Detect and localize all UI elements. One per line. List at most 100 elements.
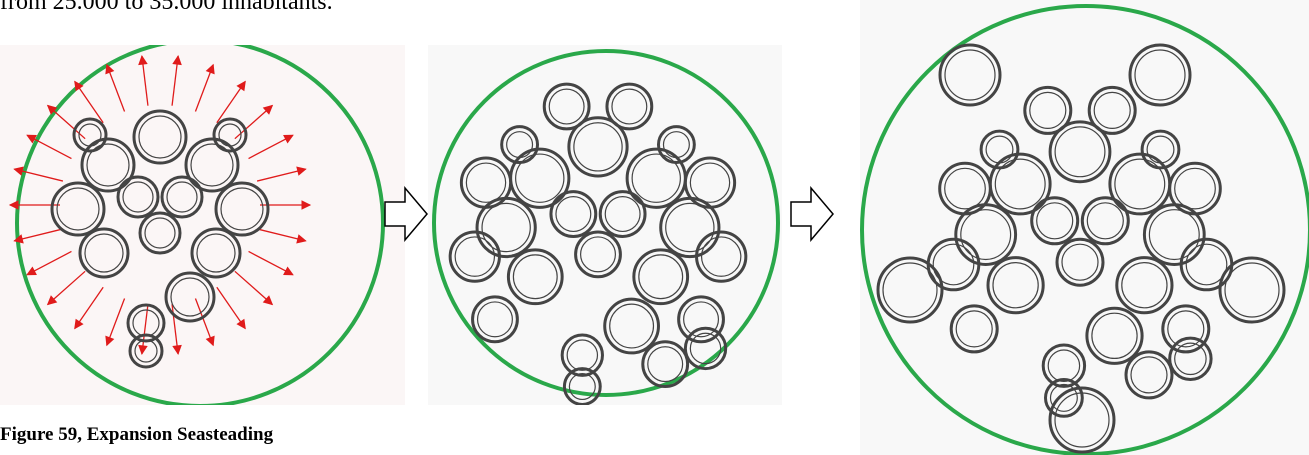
module-ring xyxy=(1055,127,1105,177)
module-ring xyxy=(639,255,683,299)
stage-final-panel xyxy=(860,0,1309,455)
module-ring xyxy=(473,297,518,342)
module-ring xyxy=(1089,87,1135,133)
stage-initial-panel xyxy=(0,45,405,405)
module-ring xyxy=(1147,136,1174,163)
module-ring xyxy=(1032,198,1078,244)
module-ring xyxy=(80,229,128,277)
module-ring xyxy=(544,84,589,129)
expansion-arrows xyxy=(10,56,310,354)
stage-expanded-panel xyxy=(428,45,782,405)
expansion-arrowhead xyxy=(237,82,245,91)
module-ring xyxy=(690,333,720,363)
module-ring xyxy=(1170,163,1221,214)
module-ring xyxy=(1175,168,1216,209)
expansion-arrowhead xyxy=(173,56,181,64)
module-ring xyxy=(507,132,533,158)
module-ring xyxy=(1225,263,1279,317)
module-ring xyxy=(643,342,688,387)
expansion-arrowhead xyxy=(207,336,214,345)
module-ring xyxy=(450,232,499,281)
module-ring xyxy=(945,50,995,100)
module-ring xyxy=(567,340,597,370)
module-ring xyxy=(551,192,596,237)
figure-caption: Figure 59, Expansion Seasteading xyxy=(0,424,273,446)
module-ring xyxy=(1175,343,1206,374)
module-ring xyxy=(1087,203,1123,239)
module-ring xyxy=(940,163,991,214)
module-ring xyxy=(1181,239,1232,290)
expansion-arrowhead xyxy=(10,201,18,209)
module-ring xyxy=(134,111,186,163)
module-ring xyxy=(478,302,513,337)
module-ring xyxy=(685,158,734,207)
expansion-arrowhead xyxy=(173,345,181,353)
module-ring xyxy=(57,188,99,230)
module-ring xyxy=(461,158,510,207)
module-ring xyxy=(684,302,719,337)
expansion-arrowhead xyxy=(14,167,23,175)
module-ring xyxy=(940,45,1000,105)
next-stage-arrow-icon xyxy=(789,186,835,242)
next-stage-arrow-icon xyxy=(383,186,429,242)
module-ring xyxy=(883,263,937,317)
module-ring xyxy=(1062,244,1098,280)
module-ring xyxy=(221,188,263,230)
module-ring xyxy=(1057,239,1103,285)
body-text-line: from 25.000 to 35.000 inhabitants. xyxy=(0,0,333,18)
expansion-arrowhead xyxy=(284,135,293,142)
expansion-arrowhead xyxy=(75,320,83,329)
stage-initial-drawing xyxy=(0,45,405,405)
module-ring xyxy=(702,237,741,276)
module-ring xyxy=(1170,338,1211,379)
module-ring xyxy=(1037,203,1073,239)
module-ring xyxy=(556,197,591,232)
expansion-arrowhead xyxy=(297,167,306,175)
module-ring xyxy=(85,234,123,272)
module-ring xyxy=(513,255,557,299)
module-ring xyxy=(216,183,268,235)
module-ring xyxy=(1087,308,1142,363)
module-ring xyxy=(135,340,157,362)
module-ring xyxy=(634,250,688,304)
module-ring xyxy=(1025,87,1071,133)
expansion-arrowhead xyxy=(207,65,214,74)
module-ring xyxy=(162,177,202,217)
module-ring xyxy=(581,237,616,272)
module-ring xyxy=(1126,352,1172,398)
module-ring xyxy=(508,250,562,304)
module-ring xyxy=(1220,258,1284,322)
module-ring xyxy=(1149,210,1199,260)
expansion-arrowhead xyxy=(302,201,310,209)
expansion-arrowhead xyxy=(297,235,306,243)
module-ring xyxy=(549,89,584,124)
module-ring xyxy=(679,297,724,342)
module-ring xyxy=(1130,45,1190,105)
module-ring xyxy=(52,183,104,235)
module-ring xyxy=(466,163,505,202)
module-ring xyxy=(197,234,235,272)
module-ring xyxy=(219,124,241,146)
module-ring xyxy=(569,374,595,400)
expansion-arrowhead xyxy=(139,56,147,64)
module-ring xyxy=(697,232,746,281)
module-structure xyxy=(52,111,268,367)
module-ring xyxy=(878,258,942,322)
module-ring xyxy=(1082,198,1128,244)
module-ring xyxy=(605,299,659,353)
expansion-arrowhead xyxy=(106,336,113,345)
module-ring xyxy=(1094,92,1130,128)
module-ring xyxy=(576,232,621,277)
module-ring xyxy=(956,311,992,347)
module-ring xyxy=(605,197,640,232)
module-ring xyxy=(610,304,654,348)
module-ring xyxy=(648,347,683,382)
module-ring xyxy=(1135,50,1185,100)
module-ring xyxy=(166,273,214,321)
expansion-arrowhead xyxy=(284,267,293,274)
module-ring xyxy=(993,263,1038,308)
module-ring xyxy=(1131,357,1167,393)
module-ring xyxy=(666,203,714,251)
module-ring xyxy=(663,132,689,158)
expansion-arrowhead xyxy=(27,267,36,274)
